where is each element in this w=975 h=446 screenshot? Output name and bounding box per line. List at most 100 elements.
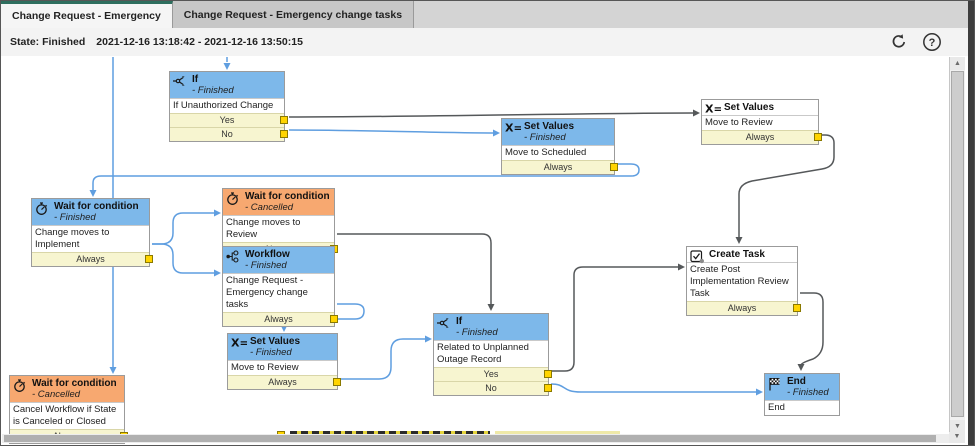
edge-arrowhead [214,209,221,217]
transition-yes[interactable]: Yes [170,113,288,127]
transition-connector[interactable] [280,116,288,124]
transition-always[interactable]: Always [228,375,341,389]
edge-set-values-scheduled.Always-to-wait-implement [92,163,640,190]
window-right-edge [968,1,974,445]
edge-wait-implement.Always-to-workflow-subflow [152,243,214,274]
activity-description: Create Post Implementation Review Task [687,262,797,301]
activity-title: Wait for condition [245,191,330,202]
scroll-corner-button[interactable]: ▼ [949,432,965,443]
activity-description: Change Request - Emergency change tasks [223,273,334,312]
edge-if-unauthorized.Yes-to-set-values-review-top [288,112,694,118]
activity-title: Workflow [245,249,290,260]
refresh-icon[interactable] [889,32,909,52]
edge-arrowhead [214,269,221,277]
transition-always[interactable]: Always [32,252,153,266]
set-values-icon: X= [505,121,523,136]
tab-change-request-emergency[interactable]: Change Request - Emergency [1,1,173,29]
activity-state: - Cancelled [245,202,294,213]
scroll-up-button[interactable]: ▲ [950,57,965,70]
transition-connector[interactable] [544,370,552,378]
activity-header: If- Finished [170,72,284,98]
transition-always[interactable]: Always [687,301,801,315]
activity-description: Change moves to Review [223,215,334,242]
activity-state: - Finished [524,132,566,143]
svg-text:X=: X= [505,122,521,133]
activity-description: Move to Review [702,115,818,130]
state-time-range: 2021-12-16 13:18:42 - 2021-12-16 13:50:1… [96,36,303,48]
transition-connector[interactable] [280,130,288,138]
edge-arrowhead [797,364,805,371]
edge-arrowhead [493,129,500,137]
svg-text:X=: X= [231,337,247,348]
help-icon[interactable]: ? [922,32,942,52]
create-task-icon [690,249,706,267]
tab-change-request-emergency-change-tasks[interactable]: Change Request - Emergency change tasks [172,1,415,28]
edge-arrowhead [487,304,495,311]
transition-connector[interactable] [814,133,822,141]
activity-title: Set Values [524,121,575,132]
transition-connector[interactable] [330,315,338,323]
svg-text:?: ? [929,37,936,49]
activity-description: If Unauthorized Change [170,98,284,113]
transition-connector[interactable] [610,163,618,171]
activity-state: - Finished [245,260,287,271]
activity-state: - Finished [192,85,234,96]
activity-title: End [787,376,806,387]
activity-header: If- Finished [434,314,548,340]
edge-arrowhead [223,63,231,70]
activity-header: Wait for condition- Cancelled [223,189,334,215]
activity-state: - Finished [54,212,96,223]
edge-arrowhead [756,388,763,396]
vertical-scrollbar[interactable]: ▲ ▼ [949,57,965,433]
activity-title: Create Task [709,249,765,260]
activity-header: X=Set Values- Finished [228,334,337,360]
timer-icon [13,378,29,396]
edge-arrowhead [678,263,685,271]
scroll-down-button[interactable]: ▼ [950,420,965,433]
timer-icon [226,191,242,209]
transition-yes[interactable]: Yes [434,367,552,381]
transition-always[interactable]: Always [223,312,338,326]
transition-always[interactable]: Always [702,130,822,144]
activity-header: Create Task [687,247,797,264]
transition-connector[interactable] [333,378,341,386]
transition-connector[interactable] [145,255,153,263]
transition-connector[interactable] [793,304,801,312]
activity-state: - Finished [250,347,292,358]
state-label: State: Finished [10,36,86,48]
activity-description: Move to Review [228,360,337,375]
tab-bar: Change Request - Emergency Change Reques… [1,1,969,29]
transition-no[interactable]: No [434,381,552,395]
edge-wait-implement.Always-to-wait-review [152,212,214,245]
activity-description: Move to Scheduled [502,145,614,160]
horizontal-scroll-thumb[interactable] [4,435,936,442]
activity-title: If [456,316,463,327]
set-values-icon: X= [705,102,723,117]
transition-connector[interactable] [544,384,552,392]
set-values-icon: X= [231,336,249,351]
state-bar: State: Finished 2021-12-16 13:18:42 - 20… [1,28,969,56]
transition-always[interactable]: Always [502,160,618,174]
activity-header: Wait for condition- Finished [32,199,149,225]
svg-text:X=: X= [705,103,721,114]
activity-description: Change moves to Implement [32,225,149,252]
vertical-scroll-thumb[interactable] [951,71,964,417]
edge-arrowhead [89,190,97,197]
activity-title: If [192,74,199,85]
activity-state: - Cancelled [32,389,81,400]
transition-no[interactable]: No [170,127,288,141]
horizontal-scrollbar[interactable] [2,434,949,443]
edge-wait-review.Always-to-if-outage [337,233,492,304]
